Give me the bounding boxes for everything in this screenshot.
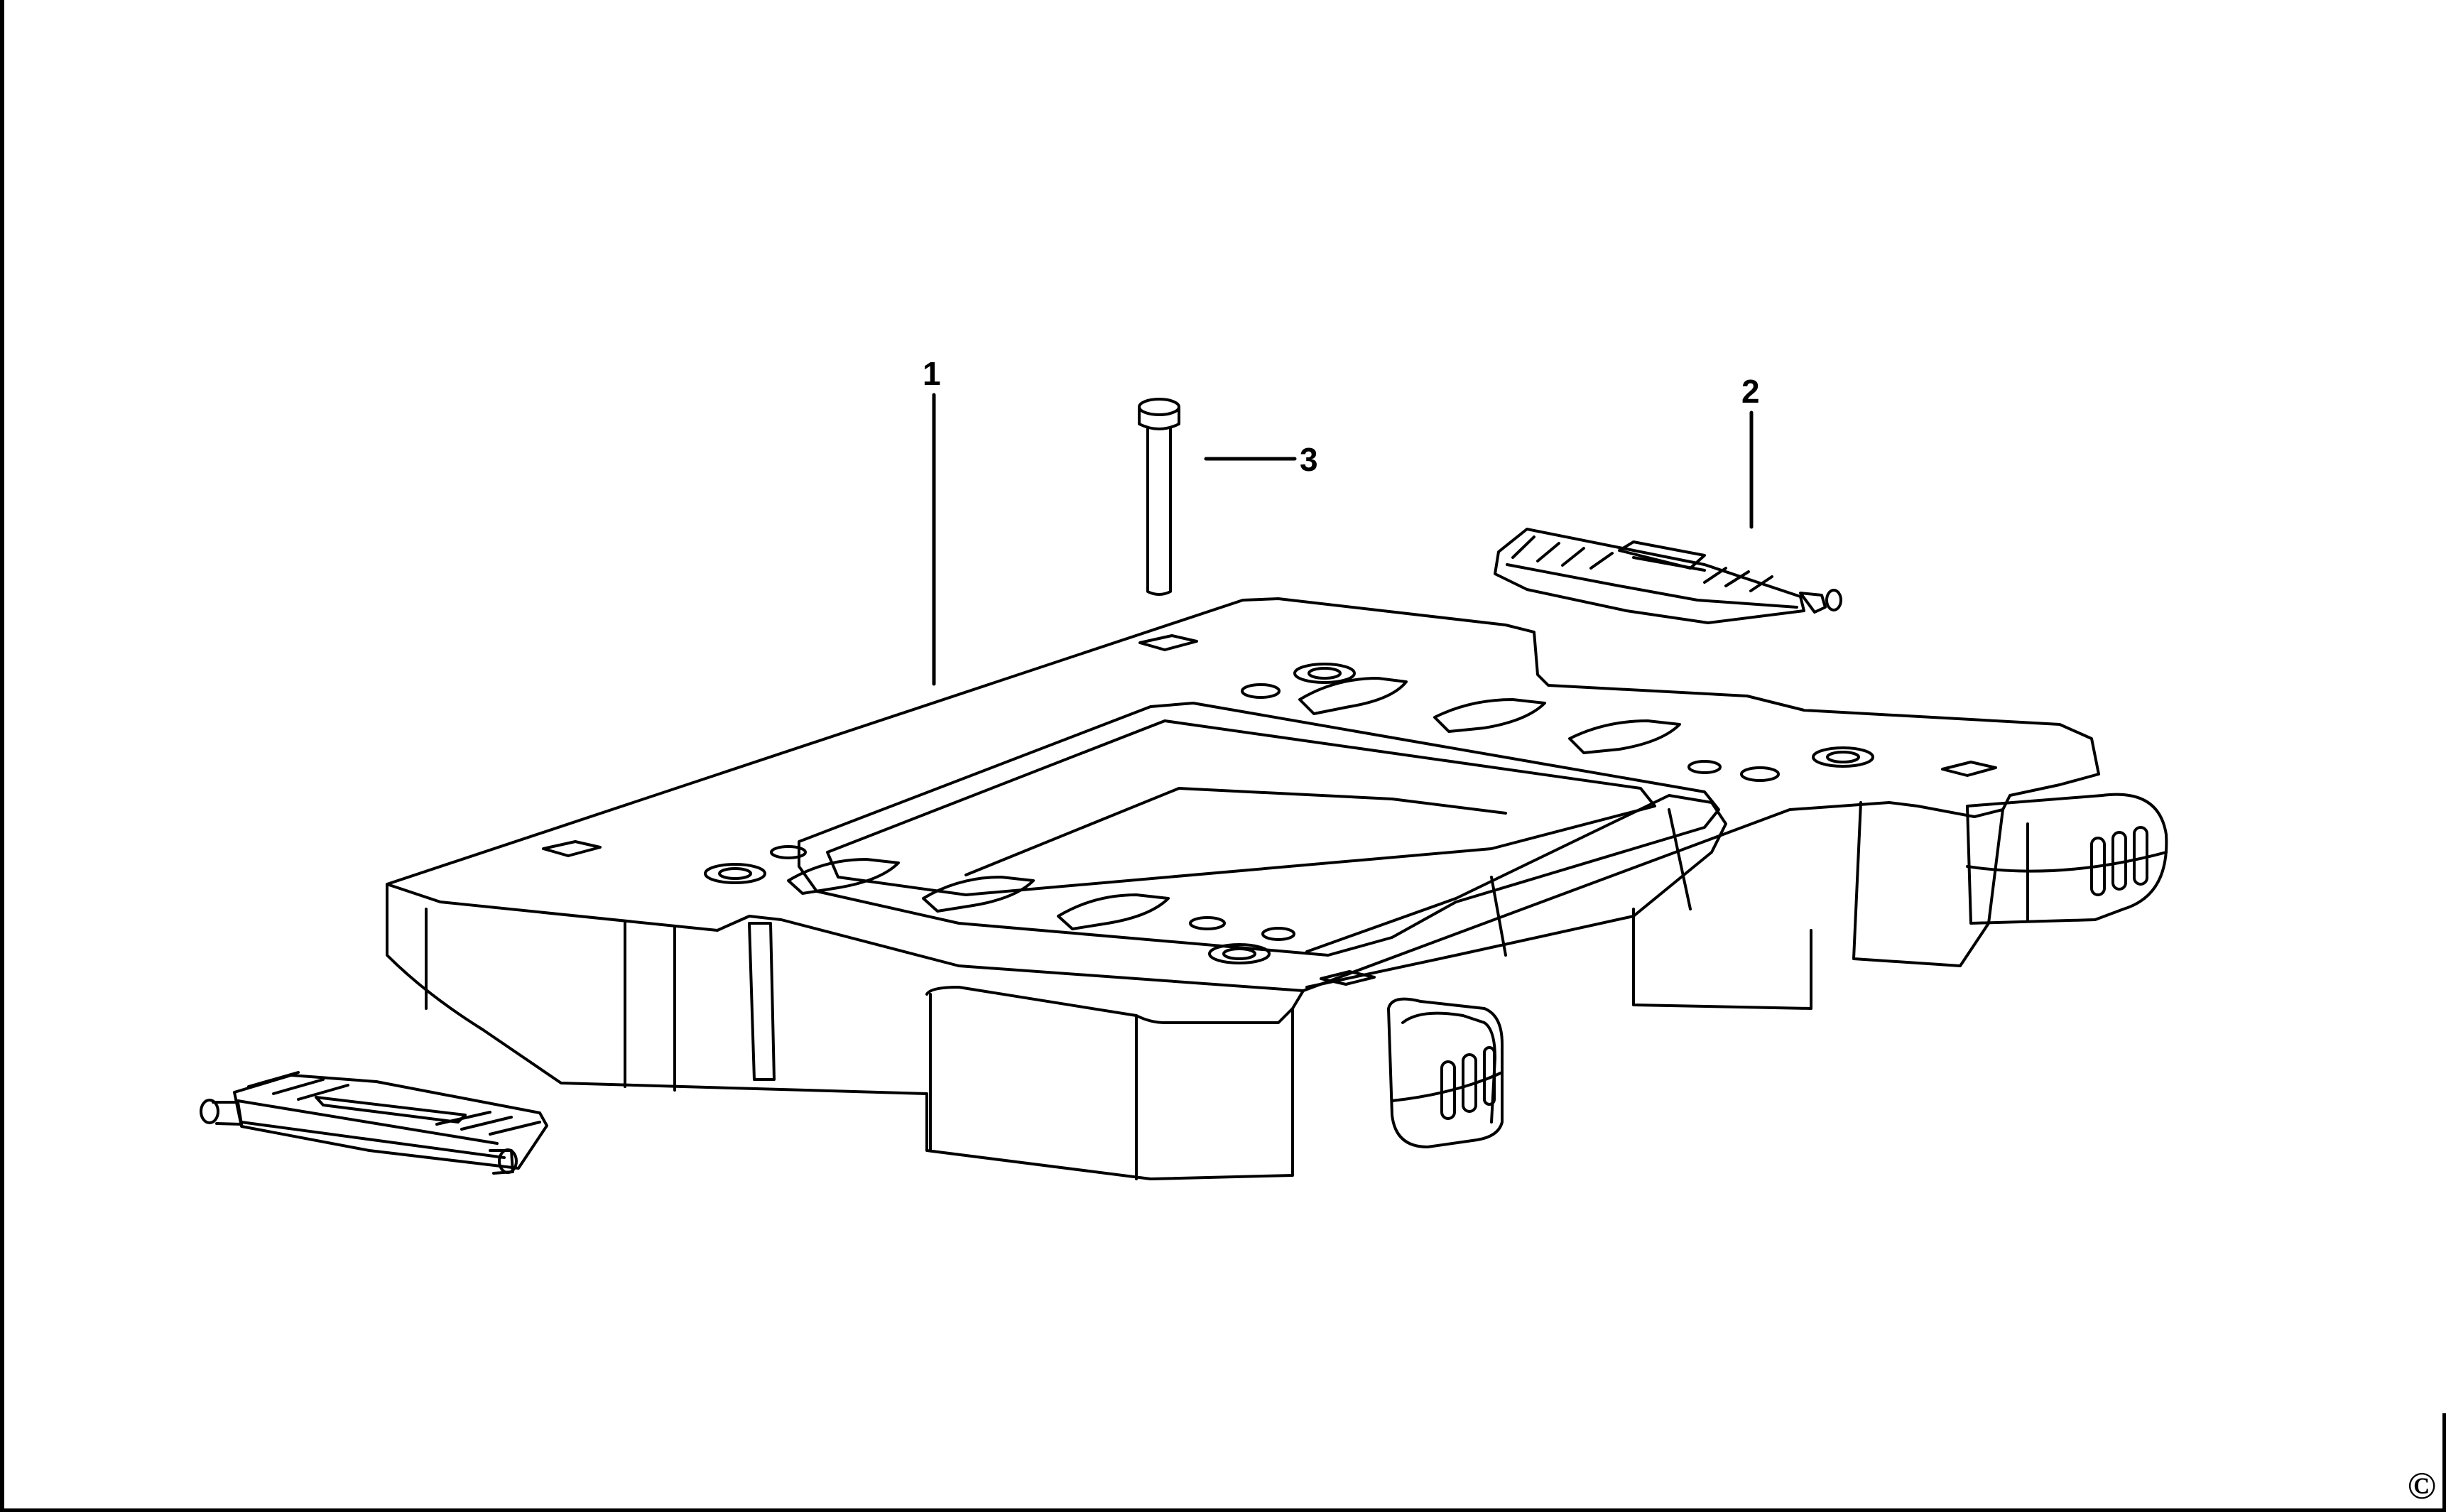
side-latch-right xyxy=(1966,793,2168,925)
callout-number-3: 3 xyxy=(1300,441,1318,478)
square-sockets xyxy=(542,634,1997,986)
base-plate-part-1 xyxy=(386,597,2100,1180)
mounting-holes xyxy=(704,663,1874,964)
frame-border-right xyxy=(2442,1413,2446,1512)
pin-part-3 xyxy=(1138,398,1180,596)
latch-clip-part-2 xyxy=(1494,528,1842,624)
copyright-icon: © xyxy=(2407,1464,2436,1507)
latch-clip-lower-left xyxy=(200,1071,548,1175)
side-latch-front xyxy=(1387,997,1504,1148)
callout-number-2: 2 xyxy=(1741,373,1760,410)
callout-number-1: 1 xyxy=(923,355,941,392)
slot-openings xyxy=(787,677,1681,930)
frame-border-left xyxy=(0,0,4,1512)
leader-lines xyxy=(932,393,1754,686)
frame-border-bottom xyxy=(0,1508,2446,1512)
